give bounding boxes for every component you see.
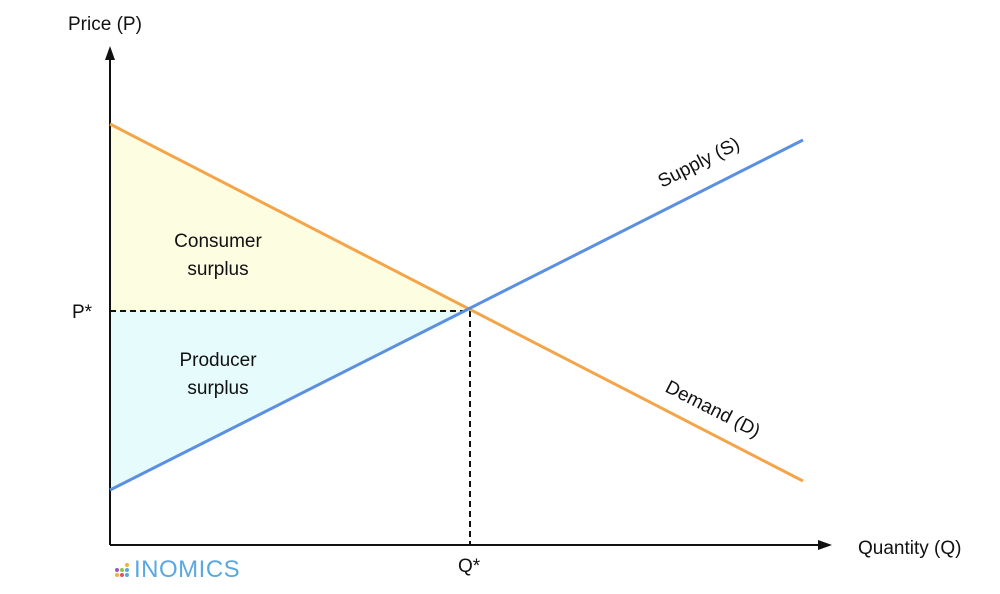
- supply-label: Supply (S): [655, 133, 744, 192]
- y-axis-arrow-icon: [105, 46, 115, 60]
- demand-label: Demand (D): [662, 377, 764, 443]
- x-axis-arrow-icon: [818, 540, 832, 550]
- consumer-surplus-label-line1: Consumer: [174, 231, 262, 252]
- y-axis-label: Price (P): [68, 14, 142, 35]
- price-star-label: P*: [72, 302, 93, 323]
- x-axis-label: Quantity (Q): [858, 538, 961, 559]
- consumer-surplus-label-line2: surplus: [187, 259, 248, 280]
- producer-surplus-label-line2: surplus: [187, 378, 248, 399]
- quantity-star-label: Q*: [458, 556, 481, 577]
- inomics-dots-icon: [115, 563, 129, 577]
- supply-curve: [109, 138, 804, 492]
- inomics-brand-text: INOMICS: [134, 556, 240, 583]
- producer-surplus-label-line1: Producer: [179, 350, 257, 371]
- demand-curve: [109, 122, 804, 483]
- inomics-logo: INOMICS: [115, 556, 240, 583]
